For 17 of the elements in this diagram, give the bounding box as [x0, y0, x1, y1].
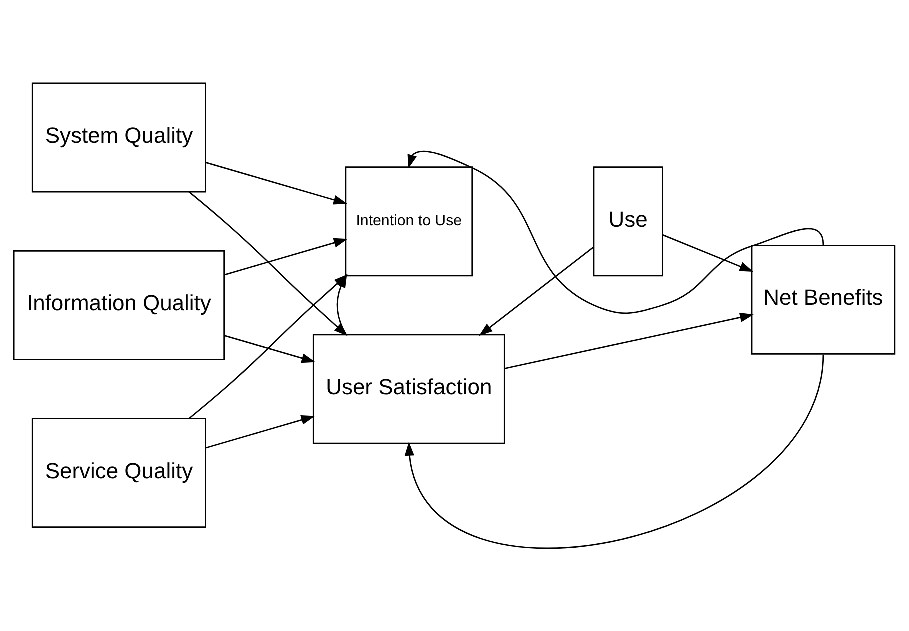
arrow — [662, 234, 754, 272]
arrow — [479, 246, 594, 336]
arrow — [336, 274, 348, 335]
arrow — [504, 312, 754, 369]
node-box: Service Quality — [32, 418, 206, 528]
node-box: Net Benefits — [751, 244, 896, 354]
node-box: System Quality — [32, 82, 206, 192]
node-box: User Satisfaction — [312, 334, 506, 444]
node-box: Intention to Use — [345, 166, 474, 276]
arrow — [408, 150, 824, 314]
arrow — [224, 238, 348, 276]
node-box: Information Quality — [13, 250, 226, 360]
node-box: Use — [593, 166, 664, 276]
arrow — [404, 354, 824, 548]
arrow — [224, 334, 316, 363]
arrow — [206, 162, 348, 204]
arrow — [206, 415, 316, 448]
